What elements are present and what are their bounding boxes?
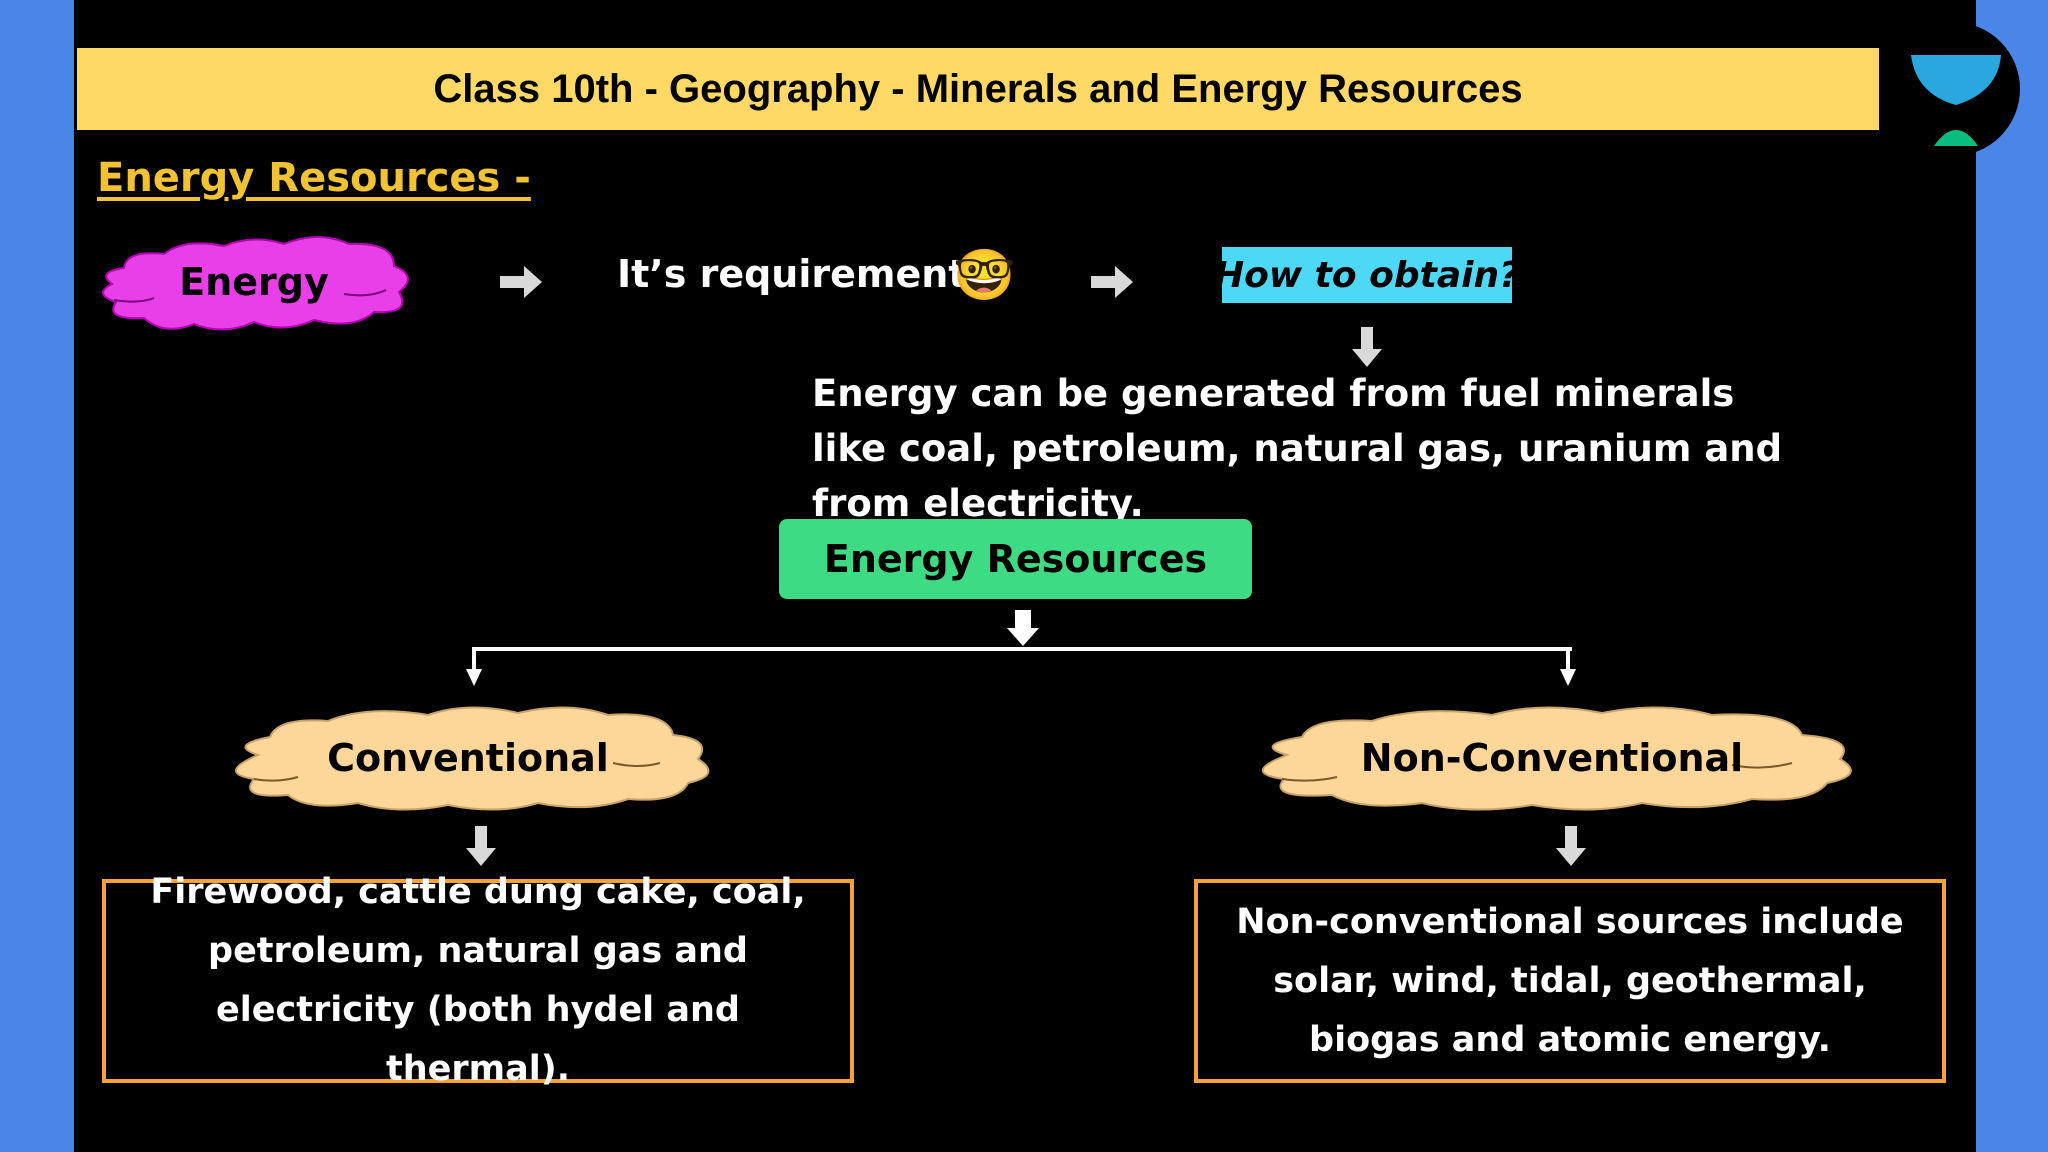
section-heading: Energy Resources - bbox=[97, 155, 531, 201]
conventional-label: Conventional bbox=[327, 736, 609, 780]
conventional-description: Firewood, cattle dung cake, coal, petrol… bbox=[150, 872, 806, 1089]
title-bar: Class 10th - Geography - Minerals and En… bbox=[77, 48, 1879, 130]
down-arrow-icon bbox=[1556, 826, 1586, 866]
question-highlight: How to obtain? bbox=[1214, 247, 1520, 303]
non-conventional-label: Non-Conventional bbox=[1360, 736, 1744, 780]
conventional-description-box: Firewood, cattle dung cake, coal, petrol… bbox=[102, 872, 854, 1089]
right-arrow-icon bbox=[1091, 266, 1133, 298]
energy-resources-label: Energy Resources bbox=[823, 537, 1208, 581]
slide-title: Class 10th - Geography - Minerals and En… bbox=[433, 66, 1523, 111]
down-arrow-icon bbox=[466, 826, 496, 866]
energy-label: Energy bbox=[179, 260, 329, 304]
conventional-cloud: Conventional bbox=[218, 703, 718, 813]
cloud-shape-icon bbox=[102, 236, 409, 331]
energy-cloud: Energy bbox=[94, 232, 414, 332]
non-conventional-cloud: Non-Conventional bbox=[1242, 703, 1862, 813]
right-arrow-icon bbox=[500, 266, 542, 298]
explanation-text: Energy can be generated from fuel minera… bbox=[812, 372, 1783, 525]
non-conventional-description-box: Non-conventional sources include solar, … bbox=[1194, 879, 1946, 1083]
non-conventional-description: Non-conventional sources include solar, … bbox=[1236, 901, 1904, 1060]
down-arrow-icon bbox=[1352, 327, 1382, 367]
energy-resources-box: Energy Resources bbox=[779, 519, 1252, 599]
nerd-face-icon: 🤓 bbox=[953, 246, 1016, 304]
unacademy-logo-icon bbox=[1886, 22, 2020, 156]
requirement-text: It’s requirement bbox=[617, 252, 967, 296]
question-text: How to obtain? bbox=[1214, 254, 1520, 296]
